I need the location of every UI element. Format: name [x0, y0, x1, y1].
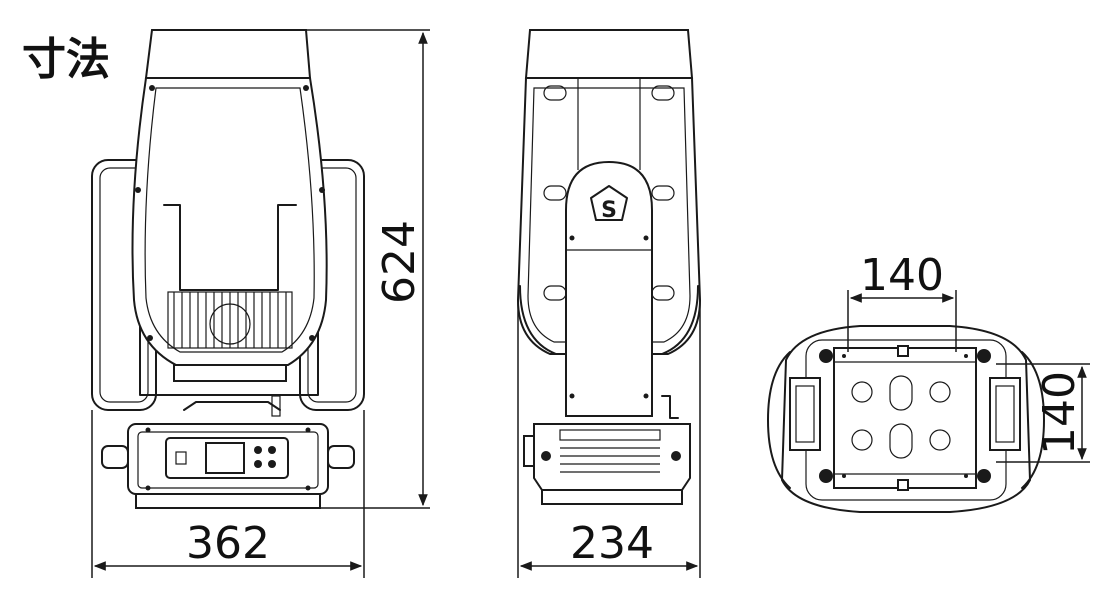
dim-width-label: 362	[186, 518, 270, 569]
dim-hole-width-label: 140	[860, 250, 944, 301]
dimension-height: 624	[306, 29, 430, 509]
dimension-hole-width: 140	[847, 250, 957, 352]
svg-text:S: S	[601, 198, 617, 223]
dim-hole-height-label: 140	[1034, 371, 1085, 455]
fan-grille	[167, 291, 293, 349]
page-title: 寸法	[22, 34, 110, 85]
logo-badge-icon	[175, 451, 187, 465]
display-screen-icon	[205, 442, 245, 474]
dimension-width: 362	[91, 410, 365, 578]
front-view	[91, 29, 365, 509]
logo-s-emblem-icon: S	[590, 185, 628, 223]
dim-height-label: 624	[374, 220, 425, 304]
dimension-depth: 234	[517, 300, 701, 578]
dimension-hole-height: 140	[996, 363, 1090, 463]
control-buttons-icon	[254, 446, 276, 468]
bottom-view	[767, 325, 1045, 513]
side-view: S	[516, 29, 702, 505]
dim-depth-label: 234	[570, 518, 654, 569]
